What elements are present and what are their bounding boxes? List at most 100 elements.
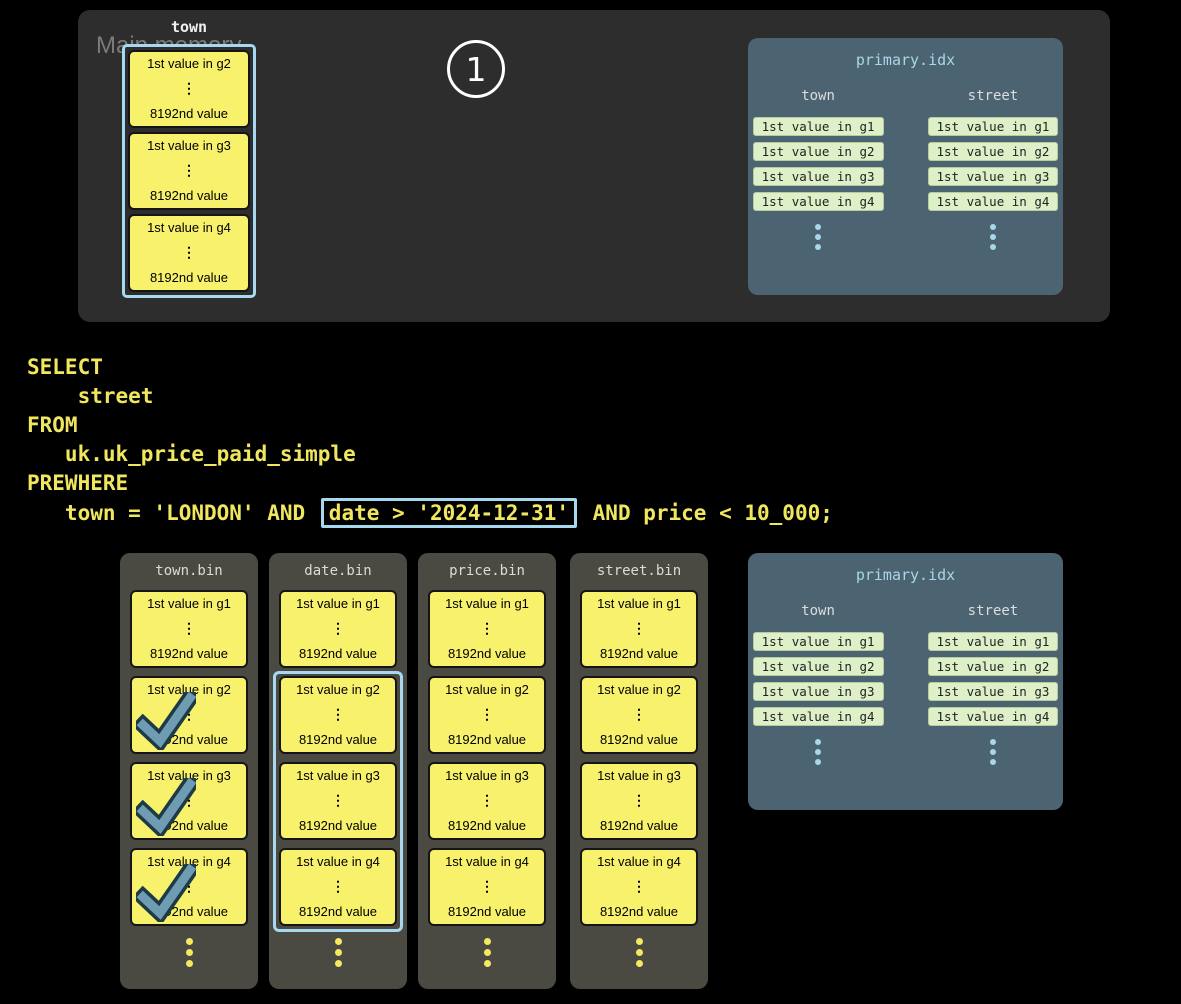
- index-entry: 1st value in g1: [927, 632, 1059, 651]
- dot-icon: [635, 949, 643, 956]
- granule-last-value: 8192nd value: [599, 731, 679, 747]
- primary-index-title: primary.idx: [855, 566, 956, 584]
- index-entry: 1st value in g4: [927, 707, 1059, 726]
- dot-icon: [815, 234, 822, 240]
- dot-icon: [334, 949, 342, 956]
- sql-line: uk.uk_price_paid_simple: [27, 440, 833, 469]
- sql-line: street: [27, 382, 833, 411]
- granule-last-value: 8192nd value: [149, 903, 229, 919]
- bin-granules: 1st value in g1 ⋮ 8192nd value 1st value in…: [130, 590, 248, 926]
- ellipsis-dots: [989, 224, 996, 250]
- index-column-header: town: [801, 603, 835, 619]
- primary-index-title: primary.idx: [855, 51, 956, 69]
- granule-first-value: 1st value in g3: [147, 768, 231, 783]
- granule-first-value: 1st value in g4: [597, 854, 681, 869]
- granule-block: 1st value in g4⋮8192nd value: [428, 848, 546, 926]
- granule-first-value: 1st value in g3: [445, 768, 529, 783]
- sql-line: PREWHERE: [27, 469, 833, 498]
- dot-icon: [815, 224, 822, 230]
- ellipsis-dots: [815, 224, 822, 250]
- dot-icon: [989, 739, 996, 745]
- vertical-ellipsis-icon: ⋮: [331, 877, 345, 894]
- granule-block: 1st value in g2 ⋮ 8192nd value: [580, 676, 698, 754]
- granule-first-value: 1st value in g1: [147, 596, 231, 611]
- granule-block: 1st value in g3⋮8192nd value: [128, 132, 250, 210]
- dot-icon: [989, 749, 996, 755]
- vertical-ellipsis-icon: ⋮: [182, 619, 196, 636]
- sql-text: street: [27, 384, 154, 408]
- vertical-ellipsis-icon: ⋮: [480, 705, 494, 722]
- granule-block: 1st value in g1 ⋮ 8192nd value: [279, 590, 397, 668]
- step-1-number: 1: [465, 49, 487, 89]
- bin-title: price.bin: [449, 563, 525, 579]
- granule-last-value: 8192nd value: [149, 269, 229, 285]
- granule-block: 1st value in g3⋮8192nd value: [428, 762, 546, 840]
- vertical-ellipsis-icon: ⋮: [632, 705, 646, 722]
- highlighted-predicate: date > '2024-12-31': [320, 498, 578, 528]
- sql-text: FROM: [27, 413, 78, 437]
- vertical-ellipsis-icon: ⋮: [331, 791, 345, 808]
- ellipsis-dots: [120, 938, 258, 967]
- index-entry: 1st value in g3: [927, 682, 1059, 701]
- granule-block: 1st value in g2⋮8192nd value: [130, 676, 248, 754]
- granule-last-value: 8192nd value: [298, 645, 378, 661]
- granule-block: 1st value in g2⋮8192nd value: [128, 50, 250, 128]
- vertical-ellipsis-icon: ⋮: [182, 877, 196, 894]
- granule-last-value: 8192nd value: [149, 645, 229, 661]
- granule-first-value: 1st value in g1: [445, 596, 529, 611]
- index-entry: 1st value in g4: [927, 192, 1059, 211]
- granule-first-value: 1st value in g2: [147, 56, 231, 71]
- granule-block: 1st value in g2⋮8192nd value: [428, 676, 546, 754]
- granule-block: 1st value in g4⋮8192nd value: [279, 848, 397, 926]
- vertical-ellipsis-icon: ⋮: [632, 791, 646, 808]
- dot-icon: [989, 244, 996, 250]
- granule-last-value: 8192nd value: [149, 817, 229, 833]
- sql-text: AND price < 10_000;: [580, 501, 833, 525]
- index-entry: 1st value in g1: [752, 632, 884, 651]
- bin-panel-price: price.bin 1st value in g1 ⋮ 8192nd value 1st…: [418, 553, 556, 989]
- main-memory-panel: Main memory town 1st value in g2⋮8192nd …: [78, 10, 1110, 322]
- bin-title: town.bin: [155, 563, 223, 579]
- primary-index-column-town: town 1st value in g1 1st value in g2 1st va…: [752, 603, 884, 765]
- vertical-ellipsis-icon: ⋮: [182, 161, 196, 178]
- dot-icon: [483, 960, 491, 967]
- index-entry: 1st value in g3: [752, 682, 884, 701]
- granule-block: 1st value in g1⋮8192nd value: [428, 590, 546, 668]
- index-column-header: town: [801, 88, 835, 104]
- granule-first-value: 1st value in g2: [147, 682, 231, 697]
- vertical-ellipsis-icon: ⋮: [182, 243, 196, 260]
- index-entry: 1st value in g2: [752, 657, 884, 676]
- granule-last-value: 8192nd value: [599, 645, 679, 661]
- granule-block: 1st value in g4⋮8192nd value: [128, 214, 250, 292]
- vertical-ellipsis-icon: ⋮: [632, 877, 646, 894]
- granule-last-value: 8192nd value: [447, 731, 527, 747]
- vertical-ellipsis-icon: ⋮: [331, 619, 345, 636]
- granule-block: 1st value in g4⋮8192nd value: [580, 848, 698, 926]
- ellipsis-dots: [989, 739, 996, 765]
- sql-line: SELECT: [27, 353, 833, 382]
- dot-icon: [483, 938, 491, 945]
- granule-last-value: 8192nd value: [298, 731, 378, 747]
- granule-first-value: 1st value in g1: [597, 596, 681, 611]
- granule-first-value: 1st value in g3: [597, 768, 681, 783]
- sql-line: town = 'LONDON' AND date > '2024-12-31' …: [27, 498, 833, 528]
- vertical-ellipsis-icon: ⋮: [480, 619, 494, 636]
- granule-first-value: 1st value in g1: [296, 596, 380, 611]
- index-column-header: street: [967, 603, 1019, 619]
- granule-first-value: 1st value in g2: [597, 682, 681, 697]
- granule-first-value: 1st value in g4: [296, 854, 380, 869]
- vertical-ellipsis-icon: ⋮: [480, 877, 494, 894]
- bin-title: street.bin: [596, 563, 682, 579]
- index-entry: 1st value in g1: [752, 117, 884, 136]
- granule-block: 1st value in g4⋮8192nd value: [130, 848, 248, 926]
- granule-last-value: 8192nd value: [447, 903, 527, 919]
- dot-icon: [815, 749, 822, 755]
- sql-text: SELECT: [27, 355, 103, 379]
